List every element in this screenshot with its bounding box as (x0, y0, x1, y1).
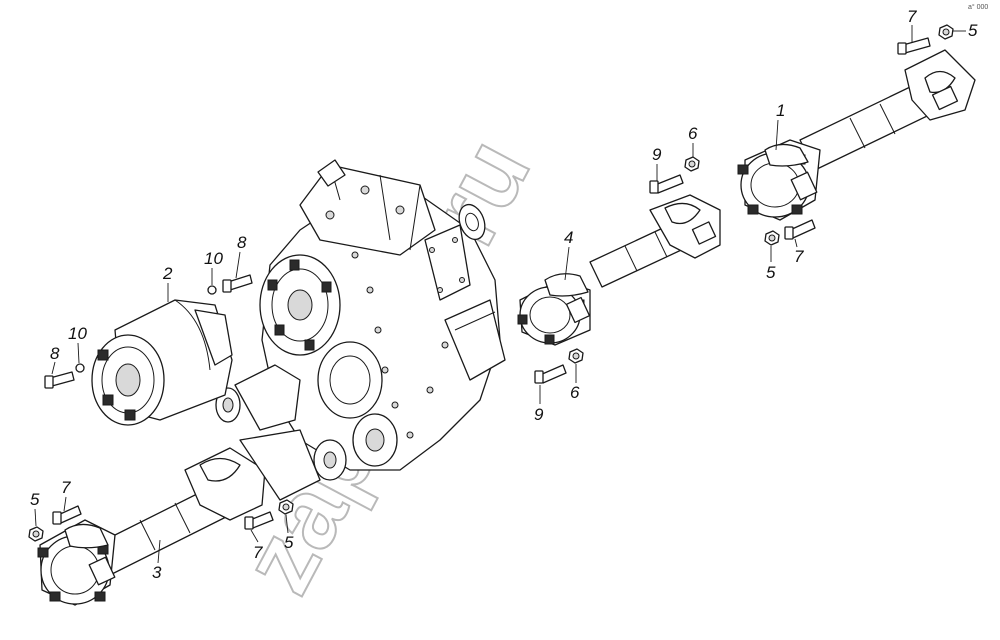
svg-text:8: 8 (237, 233, 247, 252)
svg-text:1: 1 (776, 101, 785, 120)
propeller-shaft-3 (37, 429, 321, 606)
callout-5-shaft-3: 5 (30, 490, 40, 527)
svg-text:4: 4 (564, 228, 573, 247)
svg-text:7: 7 (253, 543, 263, 562)
nut-5-top-right (938, 24, 954, 40)
callout-9-top: 9 (652, 145, 662, 181)
svg-text:6: 6 (688, 124, 698, 143)
transfer-case (259, 159, 506, 481)
svg-text:9: 9 (652, 145, 662, 164)
nut-6-shaft-4-top (684, 156, 700, 172)
callout-6-top: 6 (688, 124, 698, 157)
svg-text:7: 7 (907, 7, 917, 26)
svg-text:9: 9 (534, 405, 544, 424)
callout-5-flange-1: 5 (766, 246, 776, 282)
nut-5-flange-1 (764, 230, 780, 246)
svg-text:7: 7 (61, 478, 71, 497)
svg-text:2: 2 (162, 264, 173, 283)
callout-5-top-right: 5 (953, 21, 978, 40)
svg-text:7: 7 (794, 247, 804, 266)
bolt-9-shaft-4-bottom (534, 364, 567, 384)
callout-9-bottom: 9 (534, 385, 544, 424)
propeller-shaft-1 (737, 49, 976, 221)
svg-text:5: 5 (30, 490, 40, 509)
nut-6-shaft-4-bottom (568, 348, 584, 364)
svg-text:5: 5 (284, 533, 294, 552)
washer-10-housing-left (75, 363, 85, 373)
bolt-9-shaft-4-top (649, 174, 684, 194)
bolt-7-flange-1 (784, 219, 816, 240)
callout-3: 3 (152, 539, 162, 582)
callout-7-flange-1: 7 (794, 238, 804, 266)
nut-5-shaft-3-yoke (278, 499, 294, 515)
nut-5-shaft-3 (28, 526, 44, 542)
bolt-8-housing-top (222, 274, 253, 293)
svg-text:10: 10 (204, 249, 223, 268)
svg-text:6: 6 (570, 383, 580, 402)
svg-text:5: 5 (968, 21, 978, 40)
callout-10-housing-left: 10 (68, 324, 87, 364)
callout-2: 2 (162, 264, 173, 302)
svg-text:10: 10 (68, 324, 87, 343)
svg-text:5: 5 (766, 263, 776, 282)
svg-text:8: 8 (50, 344, 60, 363)
callout-10-housing-top: 10 (204, 249, 223, 285)
callout-7-shaft-3: 7 (61, 478, 71, 512)
callout-4: 4 (564, 228, 573, 281)
callout-7-top-right: 7 (907, 7, 917, 42)
bolt-8-housing-left (44, 371, 75, 389)
callout-8-housing-left: 8 (50, 344, 60, 375)
washer-10-housing-top (207, 285, 217, 295)
bolt-7-shaft-3-yoke (244, 511, 274, 530)
callout-7-shaft-3-yoke: 7 (250, 529, 263, 562)
callout-6-bottom: 6 (570, 364, 580, 402)
propeller-shaft-4 (517, 194, 721, 346)
callout-1: 1 (775, 101, 785, 151)
bolt-7-top-right (897, 37, 931, 55)
svg-text:3: 3 (152, 563, 162, 582)
corner-mark: a° 000 (968, 3, 988, 11)
housing-2 (91, 299, 233, 426)
bolt-7-shaft-3 (52, 505, 82, 525)
callout-8-housing-top: 8 (235, 233, 247, 279)
callout-5-shaft-3-yoke: 5 (284, 514, 294, 552)
